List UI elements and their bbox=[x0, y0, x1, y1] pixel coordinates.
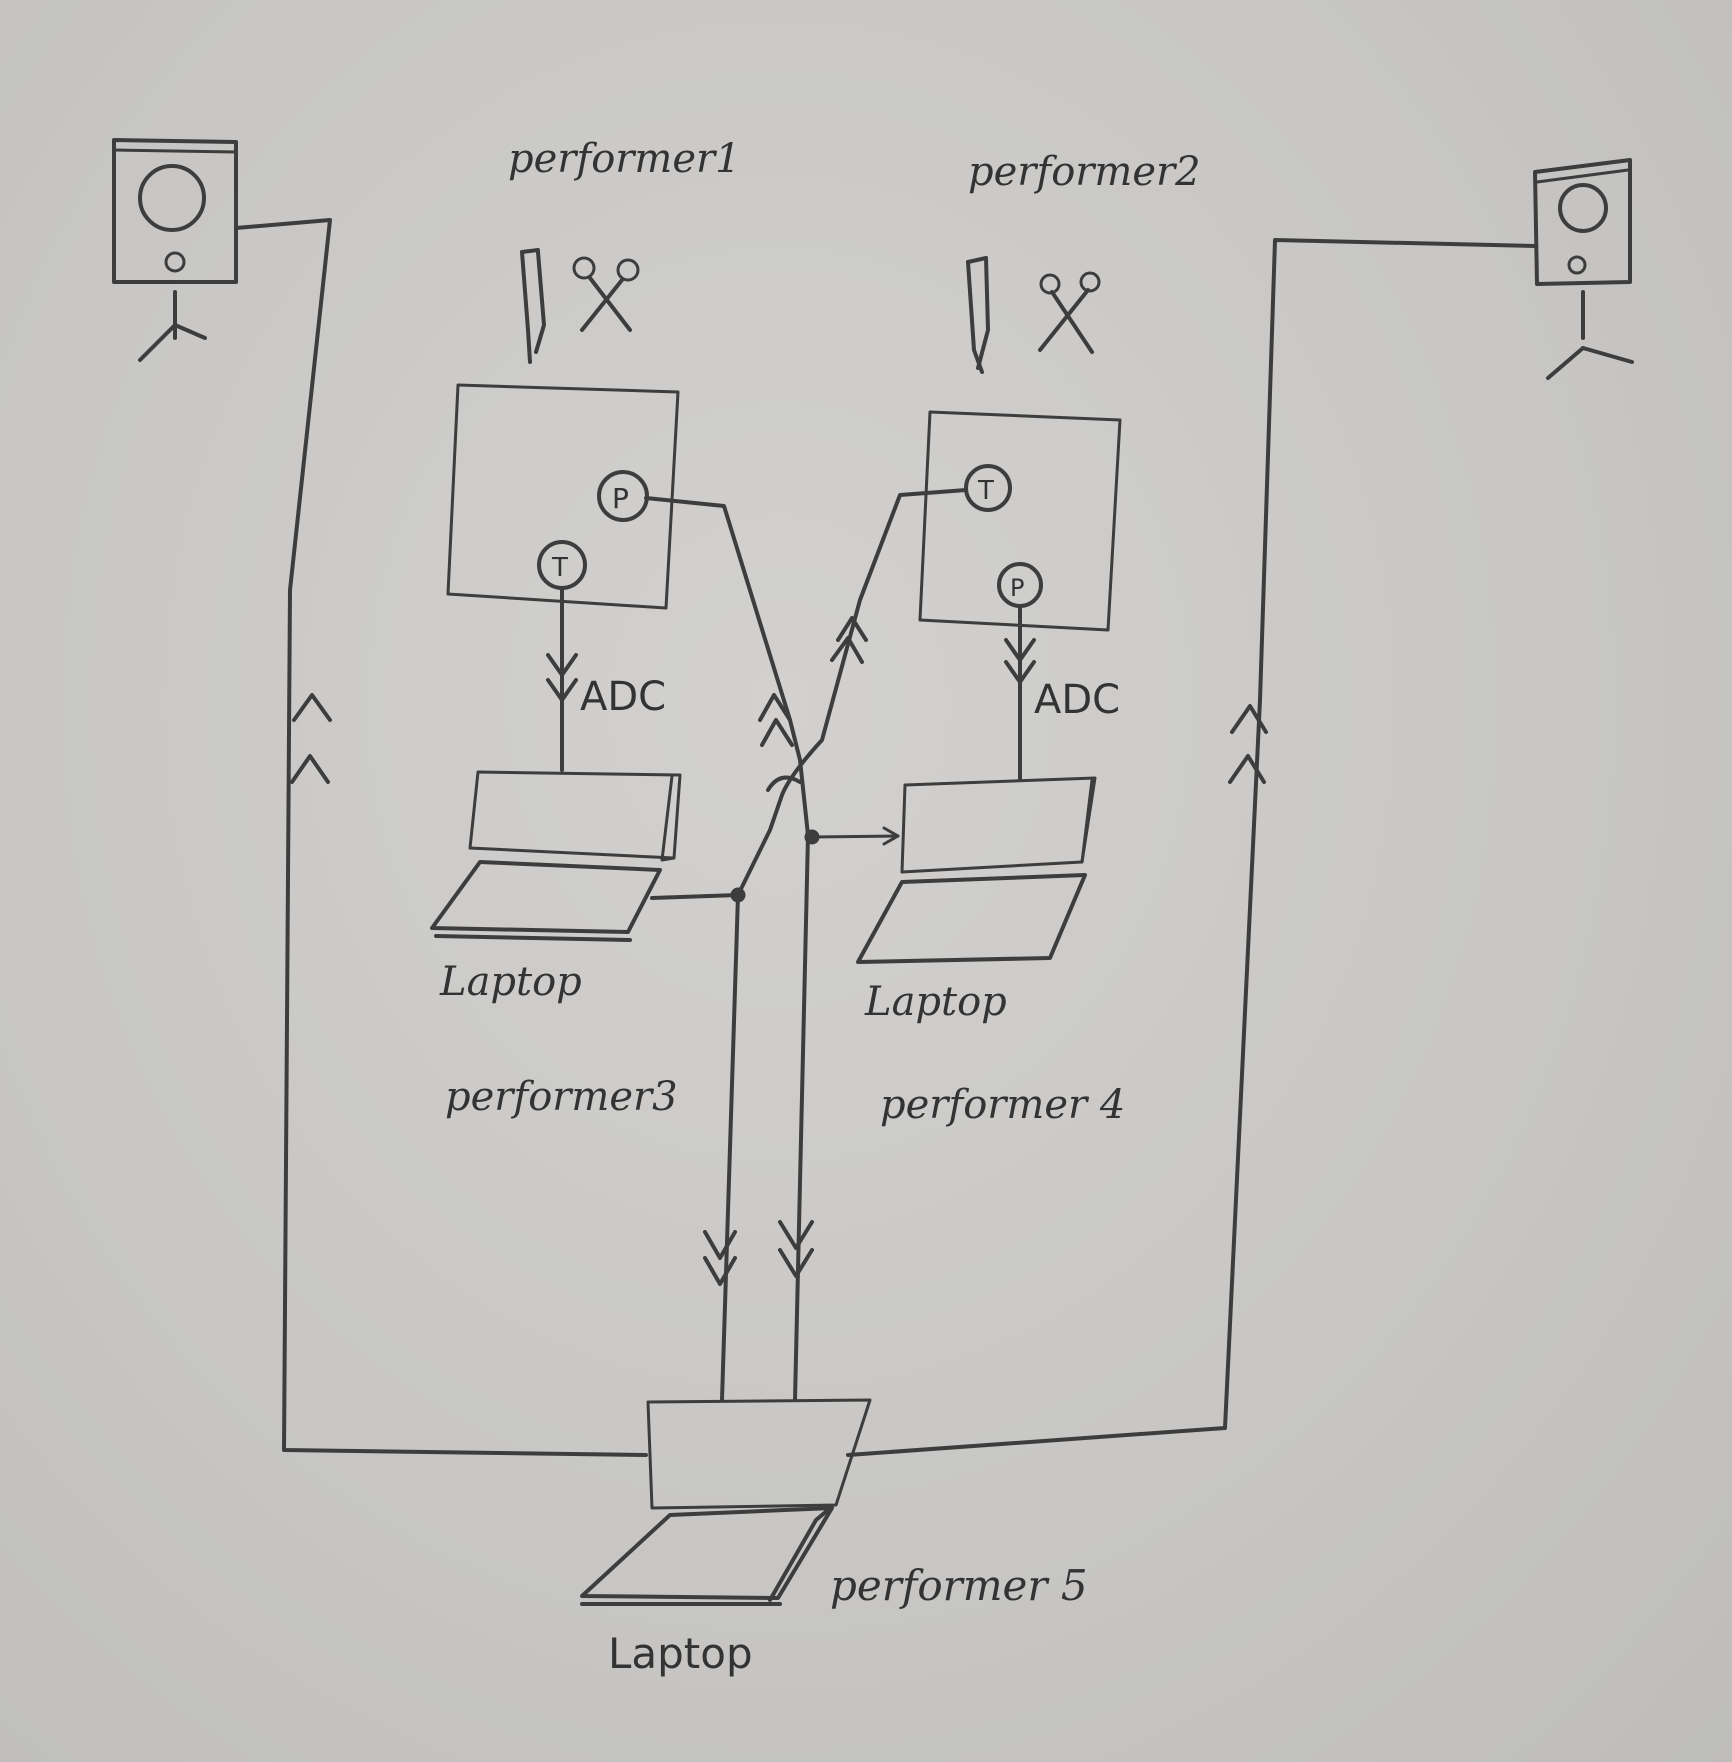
instrument-left-icon bbox=[520, 248, 640, 364]
performer1-instrument-box: P T bbox=[446, 383, 680, 610]
laptop-right-label: Laptop bbox=[864, 979, 1007, 1025]
performer4-label: performer 4 bbox=[880, 1082, 1125, 1128]
cable-out-left-speaker bbox=[234, 218, 648, 1457]
laptop-left-icon bbox=[430, 770, 682, 942]
node-p-right: P bbox=[997, 562, 1043, 608]
performer2-instrument-box: T P bbox=[918, 410, 1122, 632]
performer5-label: performer 5 bbox=[830, 1561, 1088, 1610]
node-t-right-label: T bbox=[977, 476, 994, 506]
cable-to-laptop-right bbox=[810, 834, 900, 839]
cable-t-left bbox=[644, 496, 810, 1402]
cable-out-right-speaker bbox=[846, 238, 1538, 1457]
node-p-right-label: P bbox=[1010, 574, 1024, 602]
instrument-right-icon bbox=[966, 256, 1101, 374]
node-p-left: T bbox=[537, 540, 587, 590]
performer1-label: performer1 bbox=[508, 136, 741, 182]
node-t-left-label: P bbox=[612, 482, 629, 515]
node-t-right: T bbox=[964, 464, 1012, 512]
laptop-bottom-label: Laptop bbox=[608, 1629, 753, 1678]
speaker-left-icon bbox=[112, 138, 238, 362]
adc-left-label: ADC bbox=[580, 674, 666, 720]
laptop-bottom-icon bbox=[580, 1398, 872, 1606]
performer2-label: performer2 bbox=[968, 149, 1201, 195]
adc-line-left bbox=[546, 586, 578, 772]
adc-line-right bbox=[1004, 604, 1036, 782]
laptop-right-icon bbox=[856, 776, 1097, 964]
speaker-right-icon bbox=[1533, 158, 1634, 380]
node-t-left: P bbox=[597, 470, 649, 522]
cable-laptop-left-out bbox=[650, 893, 740, 900]
cable-t-right bbox=[720, 488, 968, 1402]
adc-right-label: ADC bbox=[1034, 677, 1120, 723]
arrows-down-pair bbox=[703, 1220, 814, 1286]
performer3-label: performer3 bbox=[445, 1074, 678, 1120]
laptop-left-label: Laptop bbox=[439, 959, 582, 1005]
node-p-left-label: T bbox=[551, 553, 568, 583]
